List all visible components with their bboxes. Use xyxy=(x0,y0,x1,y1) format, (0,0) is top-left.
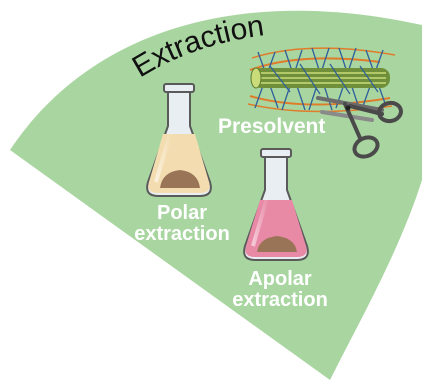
apolar-extraction-label: Apolar extraction xyxy=(218,269,342,311)
presolvent-label: Presolvent xyxy=(218,116,325,138)
polar-label-line2: extraction xyxy=(118,224,246,245)
apolar-label-line1: Apolar xyxy=(218,269,342,290)
polar-label-line1: Polar xyxy=(118,203,246,224)
polar-extraction-label: Polar extraction xyxy=(118,203,246,245)
apolar-label-line2: extraction xyxy=(218,290,342,311)
